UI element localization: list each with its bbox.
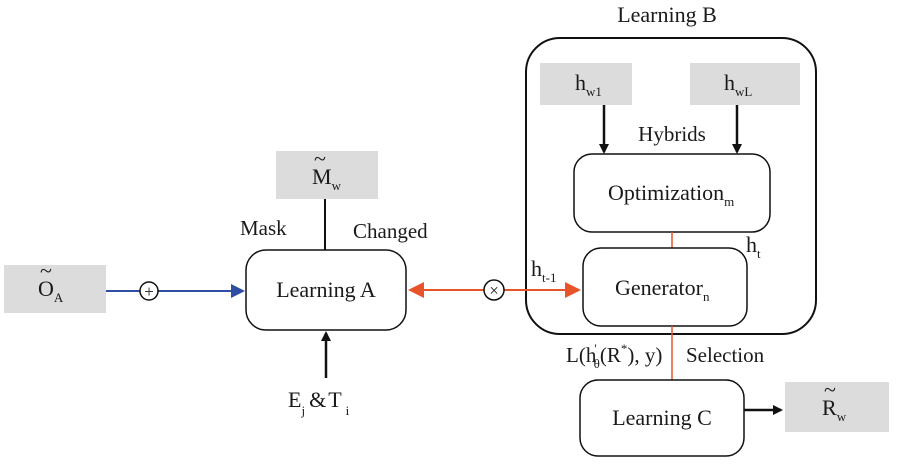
generator-box — [582, 247, 748, 327]
hw1-label: hw1 — [575, 70, 602, 99]
learning-c-label: Learning C — [612, 405, 712, 430]
oa-tilde: ~ — [40, 258, 52, 283]
times-symbol: × — [489, 281, 499, 300]
mw-tilde: ~ — [314, 146, 326, 171]
rw-box — [785, 382, 889, 432]
learning-b-title: Learning B — [617, 2, 717, 27]
ht-label: ht — [746, 232, 761, 261]
mw-label: Mw — [312, 164, 342, 193]
ht1-label: ht-1 — [531, 256, 556, 285]
selection-label: Selection — [686, 343, 765, 367]
oa-label: OA — [38, 276, 64, 305]
plus-symbol: + — [144, 282, 154, 301]
times-circle — [483, 279, 505, 301]
hybrids-label: Hybrids — [638, 122, 706, 146]
rw-tilde: ~ — [824, 377, 836, 402]
oa-box — [4, 265, 106, 313]
learning-c-box — [579, 379, 745, 457]
changed-label: Changed — [353, 219, 428, 243]
learning-b-container — [525, 37, 817, 335]
rw-label: Rw — [822, 395, 847, 424]
hwl-label: hwL — [724, 70, 752, 99]
generator-label: Generatorn — [615, 275, 710, 304]
loss-label: L(h'θ(R*), y) — [566, 341, 662, 371]
plus-circle — [139, 281, 159, 301]
hw1-box — [540, 63, 632, 105]
hwl-box — [690, 63, 800, 105]
optimization-label: Optimizationm — [608, 180, 734, 209]
learning-a-box — [245, 249, 407, 331]
learning-a-label: Learning A — [276, 277, 376, 302]
mw-box — [276, 151, 378, 199]
mask-label: Mask — [240, 216, 287, 240]
